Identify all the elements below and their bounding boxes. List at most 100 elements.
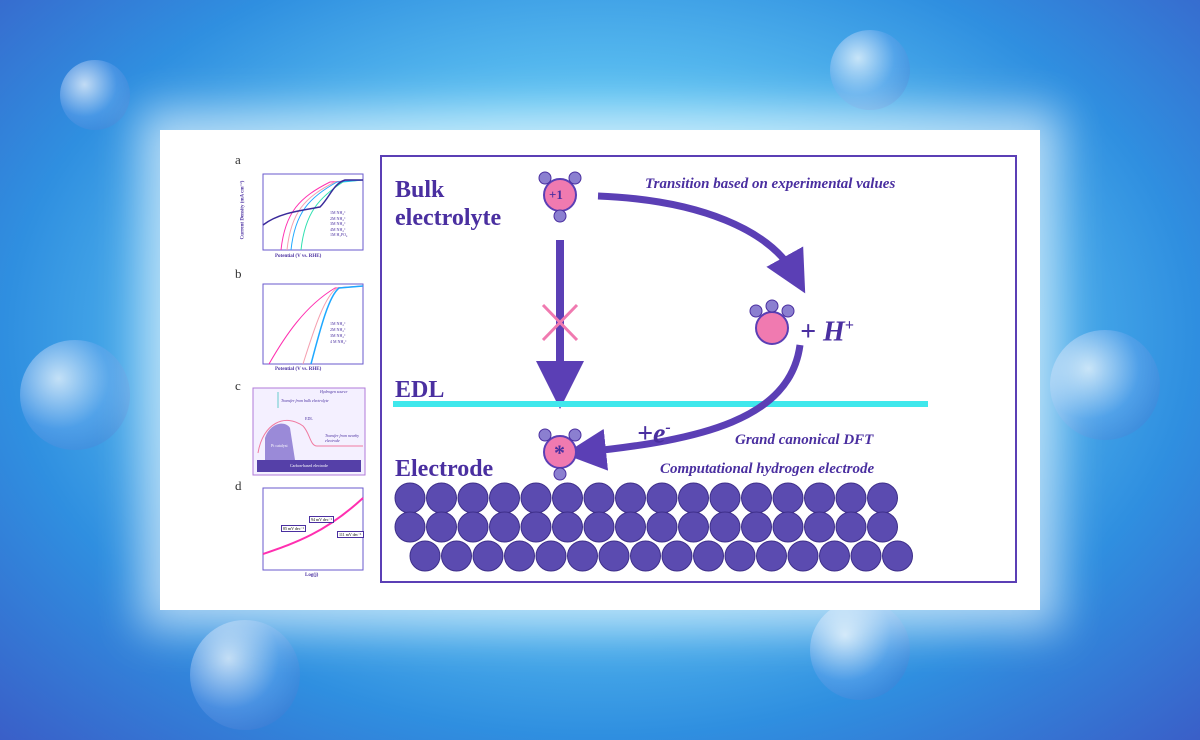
panel-b-chart: b 1M NH₄⁺ 2M NH₄⁺ 3M NH₄⁺ 4 M NH₄⁺ Poten… (225, 266, 375, 376)
blocked-x-icon (541, 303, 579, 342)
electrode-atom (724, 540, 756, 572)
electrode-atom (630, 540, 661, 572)
charge-label: +1 (549, 187, 563, 202)
electron-label: +e- (637, 418, 671, 450)
electrode-atom (709, 482, 741, 514)
electrode-atom (661, 540, 693, 572)
electrode-atom (409, 540, 441, 572)
electrode-atom (535, 540, 567, 572)
transition-label: Transition based on experimental values (645, 176, 896, 192)
electrode-atom (394, 511, 426, 543)
molecule-decoration (830, 30, 910, 110)
electrode-atom (583, 511, 615, 543)
legend-item: 4 M NH₄⁺ (330, 339, 347, 344)
molecule-decoration (810, 600, 910, 700)
electrode-atom (678, 482, 709, 514)
panel-label: a (235, 152, 241, 167)
electrolyte-label: electrolyte (395, 205, 502, 231)
electrode-atom (835, 482, 867, 514)
electrode-atom (598, 540, 630, 572)
electrode-atom (772, 482, 804, 514)
electrode-atom (426, 511, 457, 543)
gcdft-label: Grand canonical DFT (735, 432, 874, 448)
panel-label: c (235, 378, 241, 393)
electrode-atom (772, 511, 804, 543)
tafel-annotation: 94 mV dec⁻¹ (309, 516, 334, 523)
molecule-decoration (60, 60, 130, 130)
nearby-transfer-label: Transfer from nearby electrode (325, 433, 360, 443)
legend-item: 2M NH₄⁺ (330, 215, 346, 221)
electrode-atom (489, 482, 520, 514)
mechanism-diagram (380, 155, 1017, 583)
edl-label: EDL (305, 416, 313, 421)
electrode-atom (583, 482, 615, 514)
x-axis-label: Log(j) (305, 573, 319, 578)
electrode-label: Electrode (395, 456, 494, 482)
electrode-atom (756, 540, 787, 572)
legend-item: 1M NH₄⁺ (330, 321, 346, 326)
electrode-atom (678, 511, 709, 543)
electrode-atom (835, 511, 867, 543)
hydronium-molecule (538, 171, 582, 223)
electrode-atom (504, 540, 535, 572)
molecule-decoration (20, 340, 130, 450)
panel-label: b (235, 266, 242, 281)
panel-a-chart: a 1M NH₄⁺ 2M NH₄⁺ 3M NH₄⁺ 4M NH₄⁺ 1M H₃P… (225, 152, 375, 270)
electrode-atom (426, 482, 457, 514)
che-label: Computational hydrogen electrode (660, 461, 875, 477)
legend-hydrogen-source: Hydrogen source (320, 389, 348, 394)
electrode-atom (489, 511, 520, 543)
transition-arrow (597, 192, 806, 294)
electrode-atom (741, 482, 772, 514)
electrode-atom (394, 482, 426, 514)
x-axis-label: Potential (V vs. RHE) (275, 254, 322, 259)
electrode-atom (867, 482, 898, 514)
legend-item: 3M NH₄⁺ (330, 221, 346, 226)
legend-item: 2M NH₄⁺ (330, 327, 346, 332)
electrode-atom (520, 511, 552, 543)
adsorbed-h-molecule (538, 428, 582, 481)
proton-label: + H+ (800, 316, 854, 348)
electron-transfer-arrow (564, 344, 804, 471)
electrode-atom (867, 511, 898, 543)
electrode-atom (709, 511, 741, 543)
electrode-atom (646, 511, 678, 543)
electrode-atom (457, 511, 489, 543)
bulk-label: Bulk (395, 177, 445, 203)
electrode-atom (520, 482, 552, 514)
legend-item: 1M H₃PO₄ (330, 232, 348, 237)
electrode-atom (819, 540, 850, 572)
electrode-atom (615, 511, 646, 543)
edl-label: EDL (395, 377, 445, 403)
electrode-atoms (394, 482, 913, 572)
panel-d-chart: d 85 mV dec⁻¹ 94 mV dec⁻¹ 111 mV dec⁻¹ L… (225, 478, 375, 583)
electrode-atom (646, 482, 678, 514)
electrode-atom (741, 511, 772, 543)
tafel-annotation: 85 mV dec⁻¹ (281, 525, 306, 532)
electrode-atom (552, 482, 583, 514)
x-axis-label: Potential (V vs. RHE) (275, 367, 322, 372)
electrode-atom (552, 511, 583, 543)
electrode-atom (567, 540, 598, 572)
legend-item: 4M NH₄⁺ (330, 226, 346, 232)
electrode-atom (441, 540, 472, 572)
electrode-atom (804, 511, 835, 543)
electrode-atom (472, 540, 504, 572)
bulk-transfer-label: Transfer from bulk electrolyte (281, 398, 329, 403)
electrode-atom (787, 540, 819, 572)
water-molecule (749, 299, 795, 345)
electrode-label: Carbon-based electrode (290, 463, 328, 468)
catalyst-label: Pt catalyst (271, 443, 288, 448)
electrode-atom (615, 482, 646, 514)
electrode-atom (882, 540, 913, 572)
electrode-atom (850, 540, 882, 572)
molecule-decoration (1050, 330, 1160, 440)
molecule-decoration (190, 620, 300, 730)
electrode-atom (804, 482, 835, 514)
panel-c-schematic: c Hydrogen source Transfer from bulk ele… (225, 378, 375, 478)
legend-item: 1M NH₄⁺ (330, 210, 346, 215)
tafel-annotation: 111 mV dec⁻¹ (337, 531, 364, 538)
adsorption-site-label: * (554, 440, 565, 465)
legend-item: 3M NH₄⁺ (330, 333, 346, 338)
